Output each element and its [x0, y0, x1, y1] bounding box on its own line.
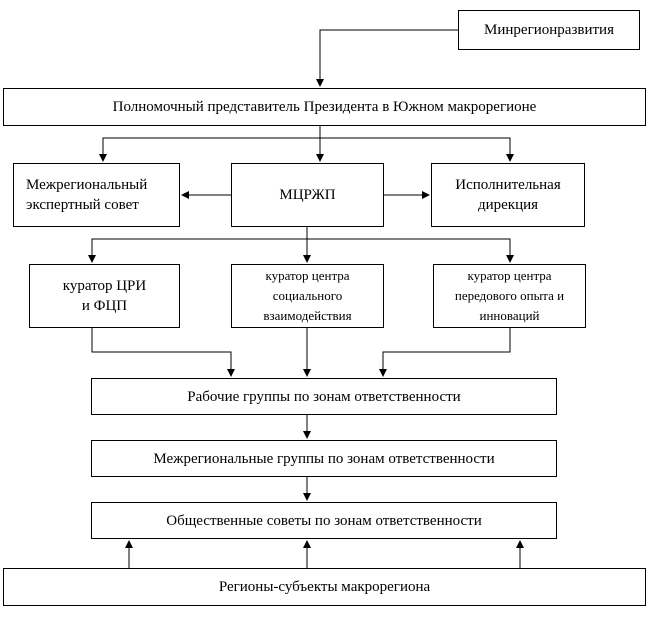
node-label: Полномочный представитель Президента в Ю… — [112, 99, 537, 115]
node-exec-directorate: Исполнительная дирекция — [431, 163, 585, 227]
node-public-councils: Общественные советы по зонам ответственн… — [91, 502, 557, 539]
node-interregional-groups: Межрегиональные группы по зонам ответств… — [91, 440, 557, 477]
node-label: МЦРЖП — [279, 187, 336, 203]
node-label: Рабочие группы по зонам ответственности — [187, 388, 461, 405]
node-mcrzhp: МЦРЖП — [231, 163, 384, 227]
node-label: Межрегиональный экспертный совет — [26, 177, 148, 213]
node-label: Межрегиональные группы по зонам ответств… — [153, 450, 495, 467]
node-label: куратор центра передового опыта и иннова… — [454, 268, 565, 323]
node-curator-social: куратор центра социального взаимодействи… — [231, 264, 384, 328]
node-minregion: Минрегионразвития — [458, 10, 640, 50]
node-curator-cri: куратор ЦРИ и ФЦП — [29, 264, 180, 328]
node-label: куратор центра социального взаимодействи… — [263, 268, 352, 323]
node-work-groups: Рабочие группы по зонам ответственности — [91, 378, 557, 415]
node-curator-innov: куратор центра передового опыта и иннова… — [433, 264, 586, 328]
node-regions: Регионы-субъекты макрорегиона — [3, 568, 646, 606]
node-label: Общественные советы по зонам ответственн… — [166, 512, 482, 529]
node-envoy: Полномочный представитель Президента в Ю… — [3, 88, 646, 126]
node-expert-council: Межрегиональный экспертный совет — [13, 163, 180, 227]
node-label: Исполнительная дирекция — [455, 177, 561, 213]
node-label: Минрегионразвития — [484, 22, 614, 38]
node-label: Регионы-субъекты макрорегиона — [218, 579, 431, 595]
node-label: куратор ЦРИ и ФЦП — [62, 278, 147, 314]
